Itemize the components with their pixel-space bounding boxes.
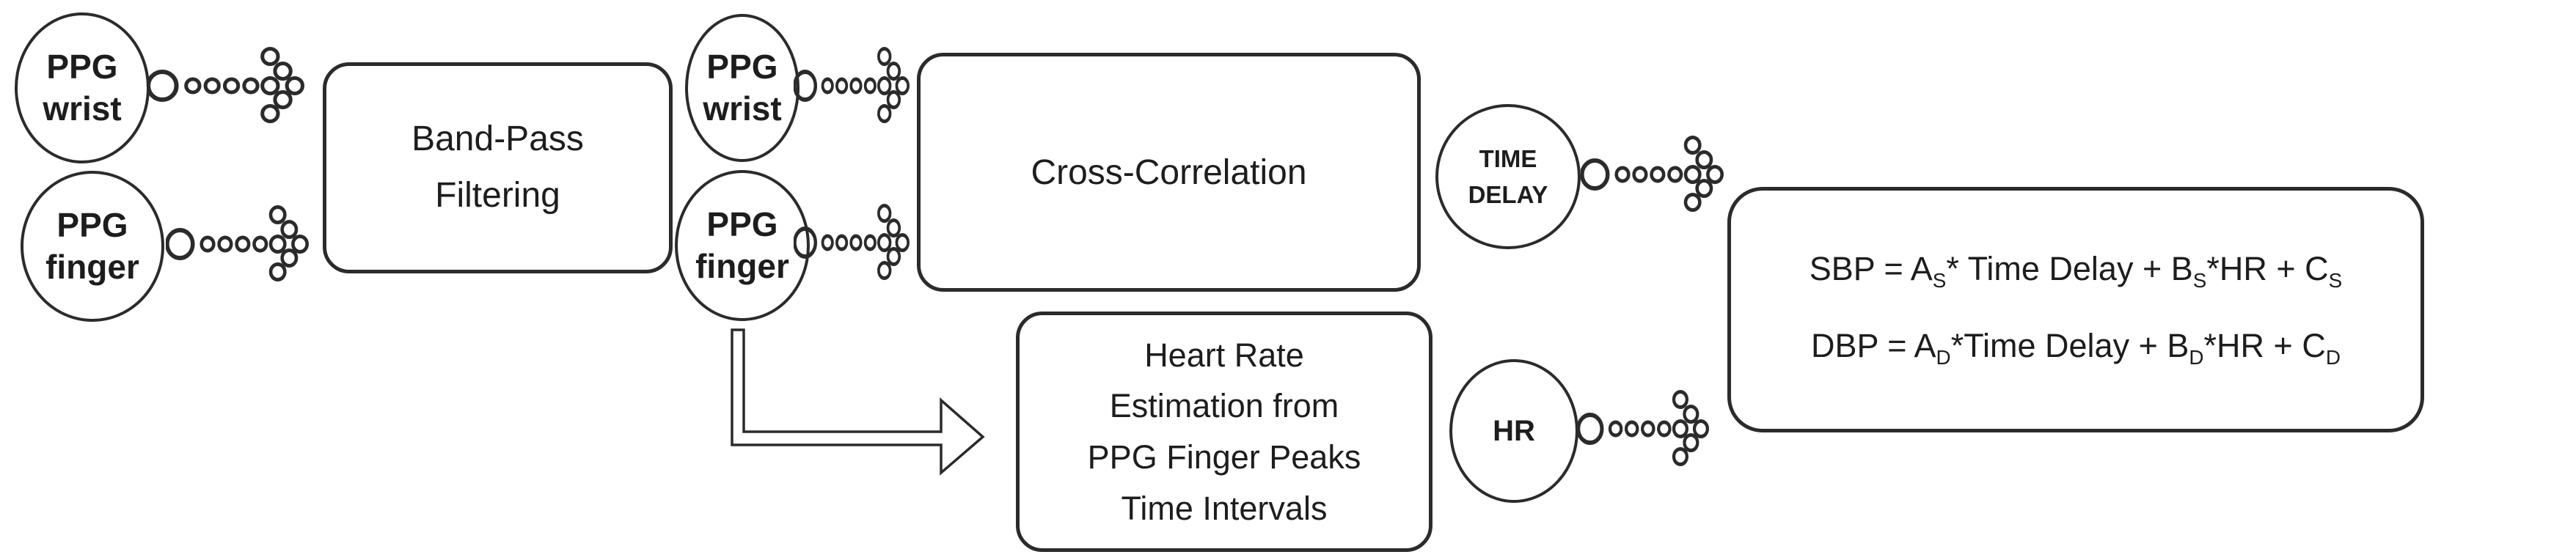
dotted-arrow-icon — [147, 45, 304, 126]
node-hr: HR — [1449, 359, 1578, 503]
process-heart-rate-estimation: Heart Rate Estimation from PPG Finger Pe… — [1016, 312, 1432, 552]
process-label-line: Filtering — [435, 176, 560, 215]
node-label-line: TIME — [1479, 144, 1537, 172]
process-band-pass-filtering: Band-Pass Filtering — [323, 62, 673, 273]
dotted-arrow-use — [1578, 392, 1708, 465]
dotted-arrow-icon — [794, 202, 910, 283]
dotted-arrow-icon — [166, 204, 309, 284]
dotted-arrow-use — [794, 49, 908, 122]
node-ppg-wrist-raw: PPG wrist — [15, 12, 150, 163]
dotted-arrow-use — [148, 49, 302, 122]
equation-box: SBP = AS* Time Delay + BS*HR + CS DBP = … — [1727, 187, 2424, 432]
node-ppg-finger-filtered: PPG finger — [675, 170, 810, 321]
dotted-arrow-icon — [1577, 388, 1709, 469]
node-label-line: PPG — [46, 47, 118, 86]
node-label-line: PPG — [706, 47, 778, 86]
dotted-arrow-icon — [1581, 134, 1724, 215]
node-ppg-finger-raw: PPG finger — [21, 171, 164, 322]
node-label-line: HR — [1493, 415, 1535, 447]
node-label-line: finger — [695, 247, 789, 285]
process-label-line: Cross-Correlation — [1031, 152, 1307, 192]
dotted-arrow-icon — [794, 45, 910, 126]
dotted-arrow-use — [1582, 138, 1722, 210]
node-label-line: DELAY — [1468, 181, 1548, 208]
dbp-equation: DBP = AD*Time Delay + BD*HR + CD — [1811, 326, 2341, 369]
process-cross-correlation: Cross-Correlation — [917, 53, 1421, 292]
process-label-line: Estimation from — [1109, 387, 1339, 425]
node-label-line: wrist — [43, 89, 122, 128]
process-label-line: Band-Pass — [411, 119, 584, 159]
node-ppg-wrist-filtered: PPG wrist — [685, 14, 799, 162]
sbp-equation: SBP = AS* Time Delay + BS*HR + CS — [1809, 249, 2343, 292]
node-label-line: wrist — [703, 89, 782, 128]
process-label-line: PPG Finger Peaks — [1087, 438, 1361, 476]
node-label-line: PPG — [56, 205, 128, 244]
node-time-delay: TIME DELAY — [1435, 104, 1581, 249]
node-label-line: finger — [45, 248, 139, 286]
dotted-arrow-use — [794, 206, 908, 279]
elbow-arrow-icon — [731, 328, 985, 476]
process-label-line: Time Intervals — [1121, 489, 1328, 527]
dotted-arrow-use — [167, 207, 307, 280]
elbow-arrow-shape — [731, 328, 985, 476]
process-label-line: Heart Rate — [1144, 336, 1304, 374]
node-label-line: PPG — [706, 205, 778, 243]
